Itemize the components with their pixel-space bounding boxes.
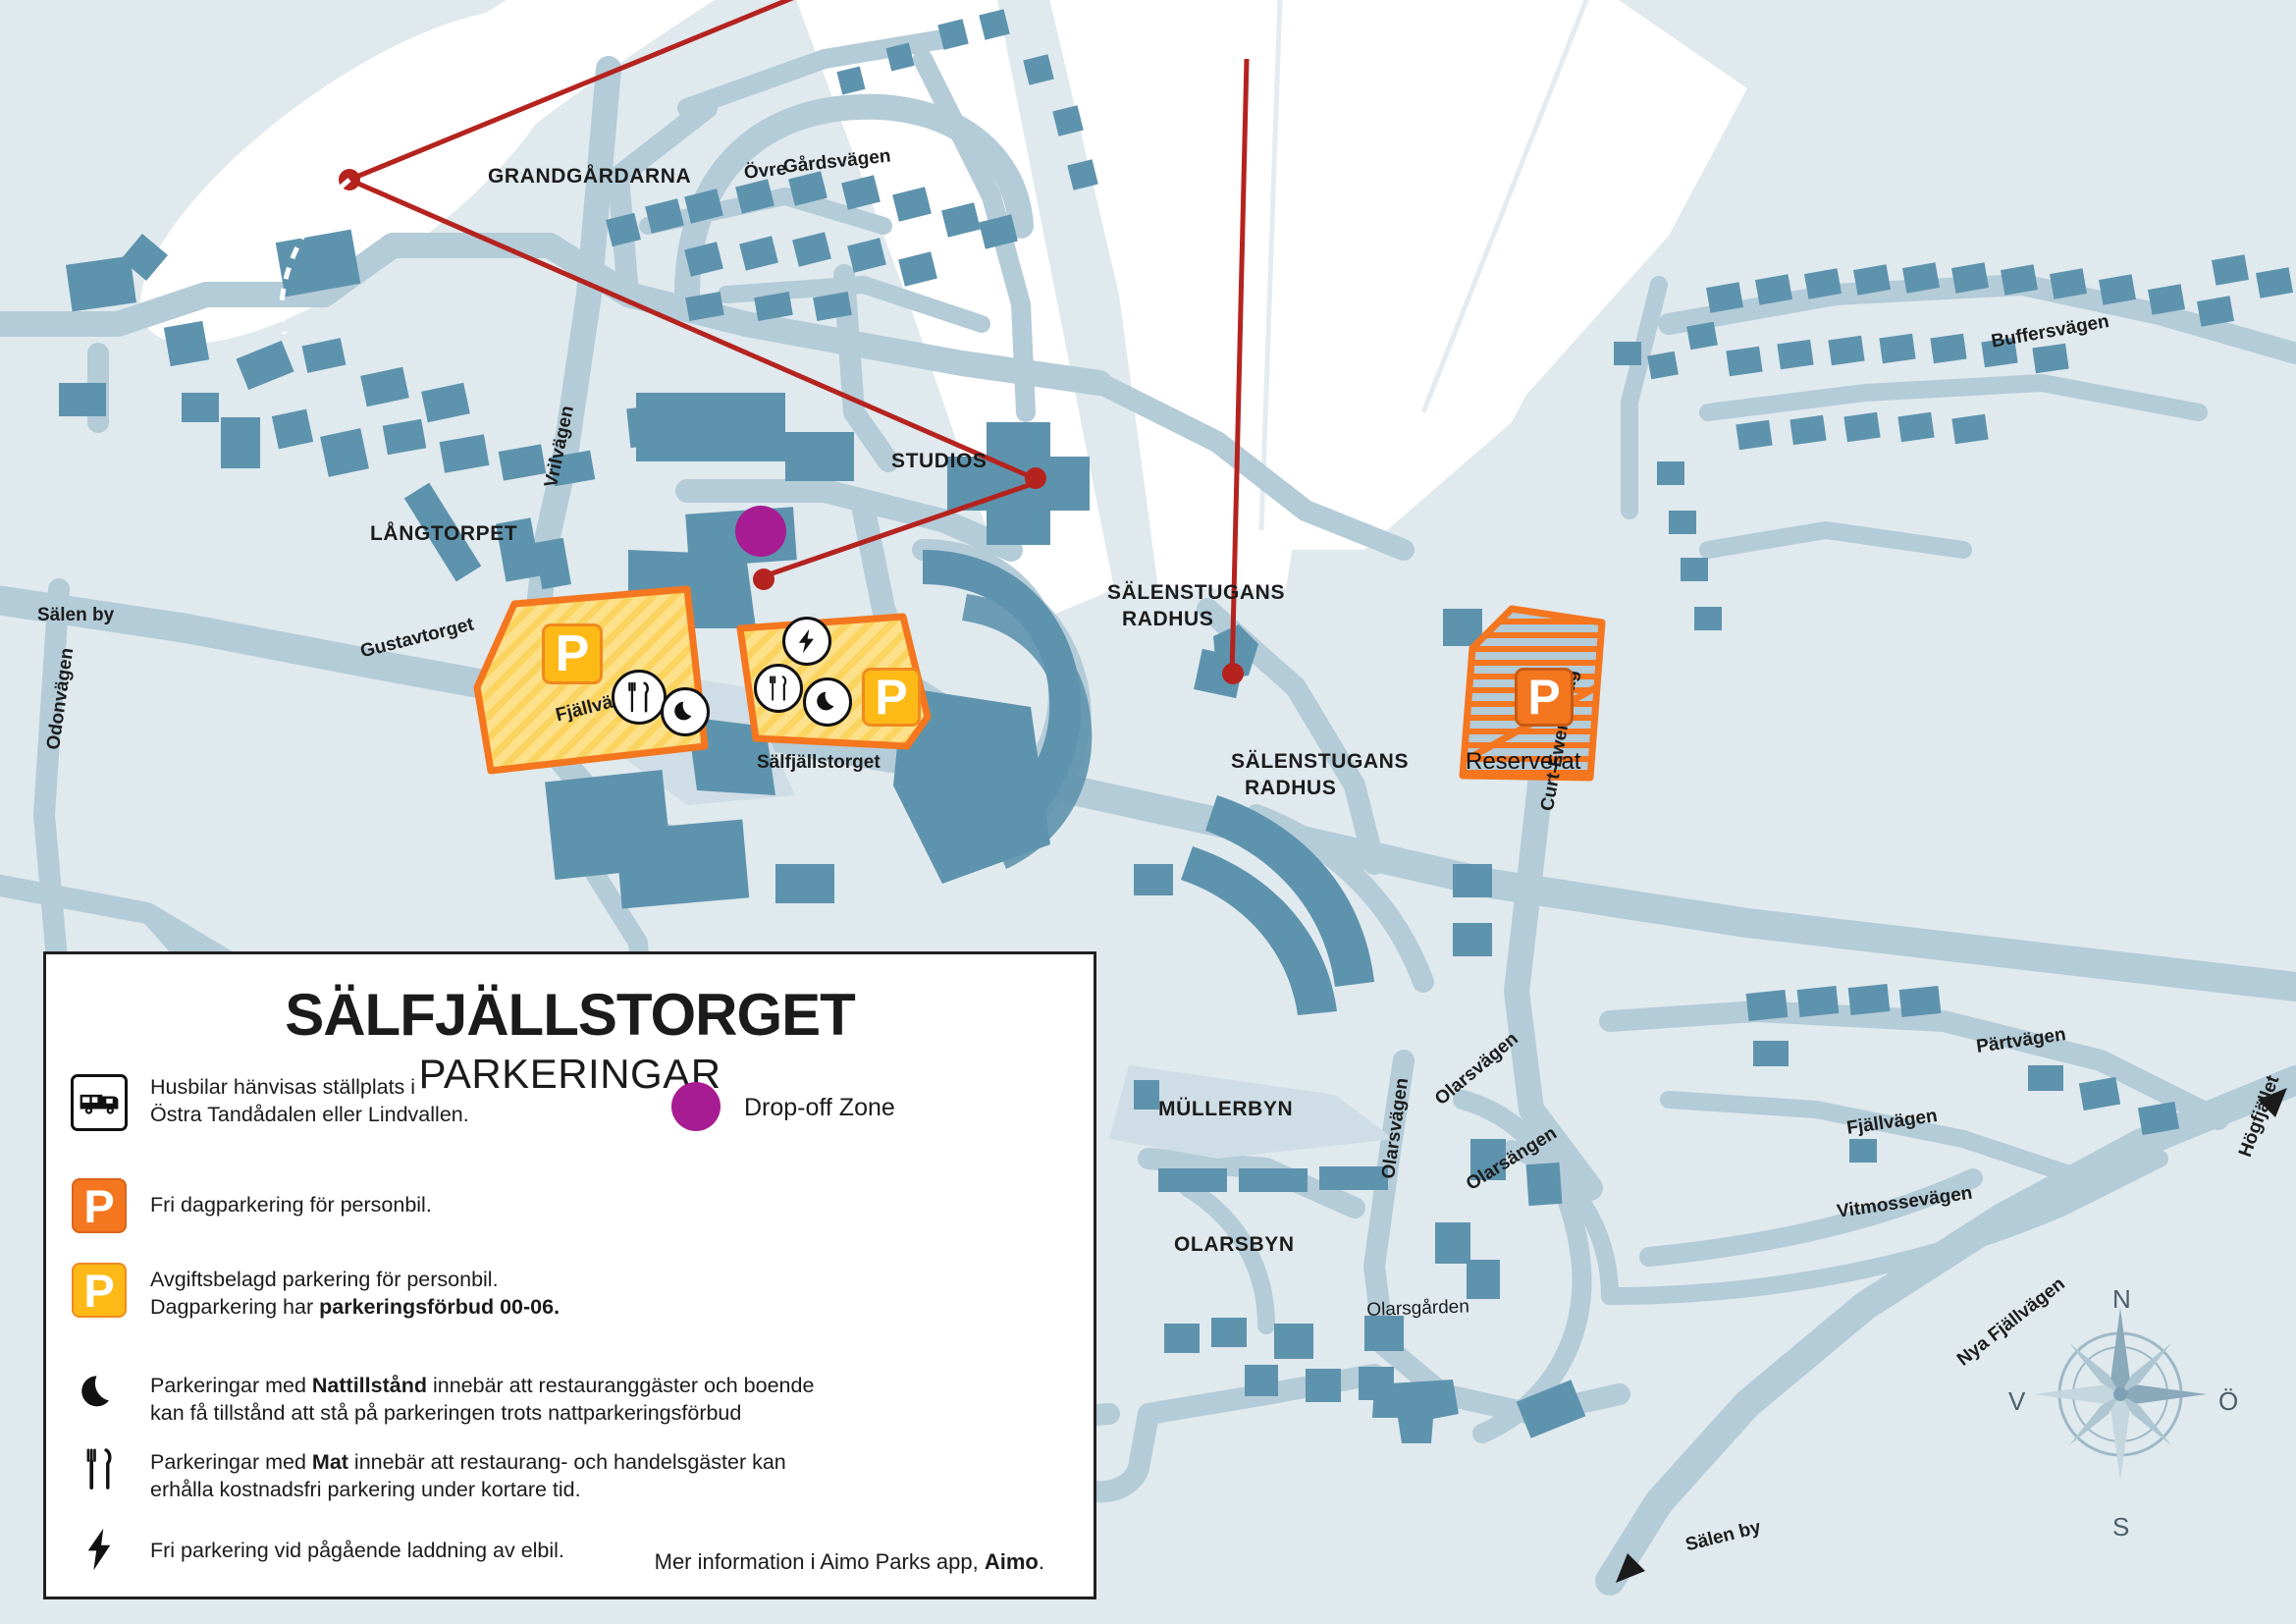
legend-item-food-text: Parkeringar med Mat innebär att restaura… (150, 1450, 786, 1501)
night-icon[interactable] (803, 677, 852, 727)
restaurant-icon (62, 1445, 136, 1492)
p-orange-icon: P (62, 1178, 136, 1233)
legend-item-food: Parkeringar med Mat innebär att restaura… (62, 1445, 1053, 1503)
legend-item-paid-parking: P Avgiftsbelagd parkering för personbil.… (62, 1263, 690, 1321)
compass-north-label: N (2112, 1284, 2131, 1314)
ski-lift-lines (348, 0, 1250, 678)
compass-east-label: Ö (2218, 1386, 2239, 1416)
legend-item-free-parking: P Fri dagparkering för personbil. (62, 1178, 572, 1233)
direction-arrows (1616, 1088, 2287, 1583)
legend-subtitle: PARKERINGAR (418, 1051, 721, 1097)
lift-dashed-path (279, 178, 351, 335)
parking-sign-yellow-west[interactable]: P (542, 623, 603, 684)
night-icon[interactable] (661, 687, 710, 736)
legend-footnote: Mer information i Aimo Parks app, Aimo. (655, 1549, 1044, 1575)
dropoff-zone-marker[interactable] (735, 506, 786, 557)
legend-item-paid-parking-text: Avgiftsbelagd parkering för personbil. D… (150, 1268, 561, 1319)
legend-title: SÄLFJÄLLSTORGET (285, 982, 856, 1048)
parking-sign-yellow-east[interactable]: P (862, 668, 921, 727)
restaurant-icon[interactable] (754, 664, 803, 713)
legend-item-motorhome-text: Husbilar hänvisas ställplats i Östra Tan… (150, 1075, 469, 1126)
legend-item-charging-text: Fri parkering vid pågående laddning av e… (150, 1539, 564, 1562)
legend-panel: SÄLFJÄLLSTORGET PARKERINGAR Drop-off Zon… (43, 951, 1096, 1599)
dropoff-legend-label: Drop-off Zone (744, 1094, 895, 1121)
legend-footnote-bold: Aimo (984, 1549, 1039, 1574)
p-yellow-icon: P (62, 1263, 136, 1318)
parking-sign-orange-reserved[interactable]: P (1515, 668, 1574, 727)
motorhome-icon (62, 1074, 136, 1131)
legend-footnote-plain: Mer information i Aimo Parks app, (654, 1549, 985, 1574)
compass-south-label: S (2112, 1512, 2130, 1542)
charging-icon[interactable] (782, 617, 831, 666)
buildings (59, 9, 2293, 1443)
dropoff-legend-dot (671, 1082, 721, 1131)
legend-item-motorhome: Husbilar hänvisas ställplats i Östra Tan… (62, 1074, 572, 1131)
reserved-parking-label: Reserverat (1466, 748, 1581, 775)
legend-item-night-permit: Parkeringar med Nattillstånd innebär att… (62, 1371, 1053, 1427)
legend-item-free-parking-text: Fri dagparkering för personbil. (150, 1193, 432, 1217)
night-icon (62, 1371, 136, 1414)
legend-item-night-permit-text: Parkeringar med Nattillstånd innebär att… (150, 1374, 815, 1425)
restaurant-icon[interactable] (612, 670, 667, 725)
legend-item-charging: Fri parkering vid pågående laddning av e… (62, 1526, 788, 1573)
compass-west-label: V (2008, 1386, 2026, 1416)
charging-icon (62, 1526, 136, 1573)
legend-footnote-end: . (1038, 1549, 1044, 1574)
compass-rose (2034, 1308, 2207, 1481)
